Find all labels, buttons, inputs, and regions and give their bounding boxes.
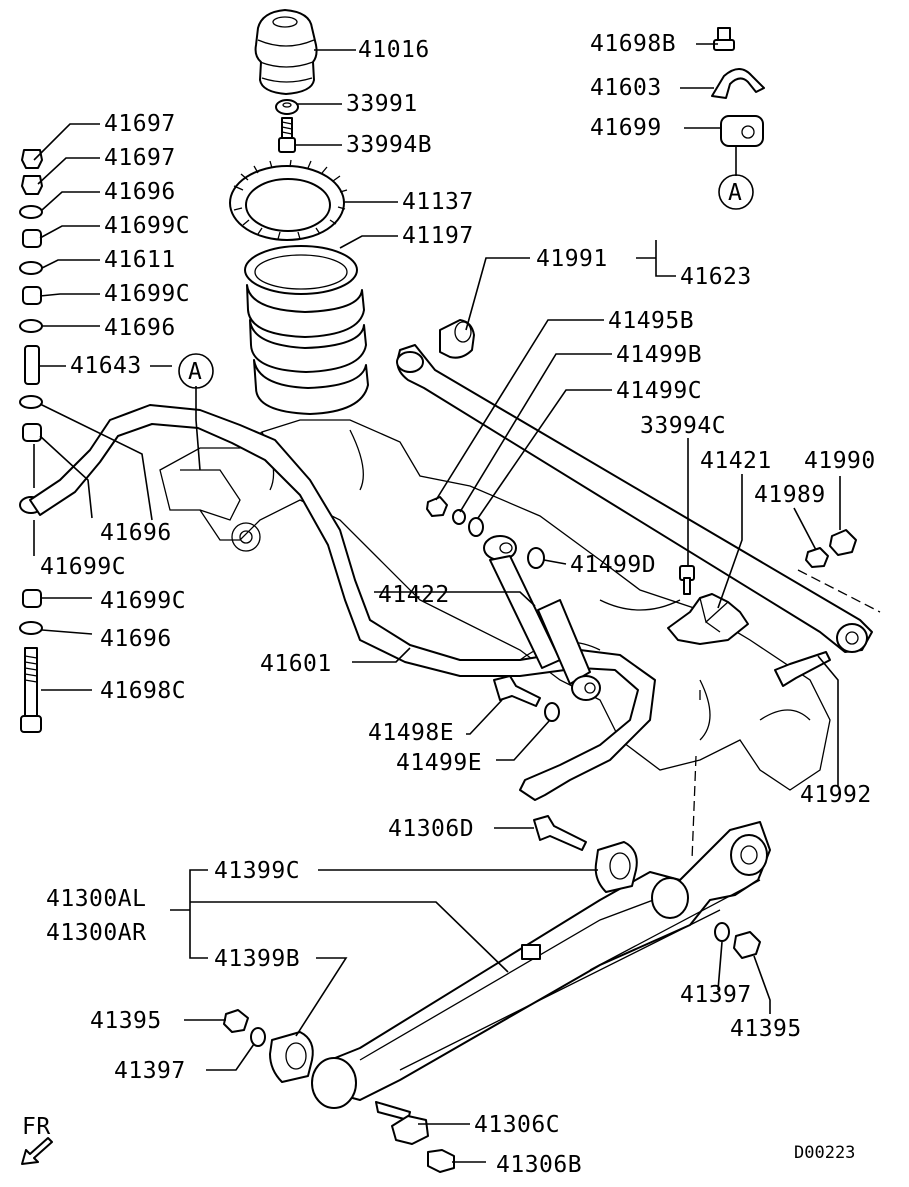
callout-circle-left [178, 353, 214, 389]
label-41990: 41990 [804, 448, 876, 474]
label-41498e: 41498E [368, 720, 454, 746]
label-41300al: 41300AL [46, 886, 146, 912]
label-41698b: 41698B [590, 31, 676, 57]
label-41399b: 41399B [214, 946, 300, 972]
label-41422: 41422 [378, 582, 450, 608]
trailing-arm-part [311, 821, 771, 1109]
label-41697-a: 41697 [104, 111, 176, 137]
label-41698c: 41698C [100, 678, 186, 704]
label-41421: 41421 [700, 448, 772, 474]
bolt-33994b-part [278, 117, 296, 153]
label-41991: 41991 [536, 246, 608, 272]
label-41699c-a: 41699C [104, 213, 190, 239]
label-33994c: 33994C [640, 413, 726, 439]
label-41992: 41992 [800, 782, 872, 808]
label-41696-d: 41696 [100, 626, 172, 652]
leader-lines [33, 43, 841, 1163]
label-33994b: 33994B [346, 132, 432, 158]
label-41016: 41016 [358, 37, 430, 63]
label-41697-b: 41697 [104, 145, 176, 171]
label-41300ar: 41300AR [46, 920, 146, 946]
trailing-arm-bushings [223, 841, 761, 1083]
callout-label-a-left: A [188, 359, 202, 385]
label-41611: 41611 [104, 247, 176, 273]
label-41137: 41137 [402, 189, 474, 215]
label-41395-a: 41395 [90, 1008, 162, 1034]
label-41623: 41623 [680, 264, 752, 290]
coil-spring-part [244, 245, 369, 415]
bump-bracket-part [667, 593, 749, 645]
label-41601: 41601 [260, 651, 332, 677]
drawing-code: D00223 [794, 1143, 855, 1163]
bump-stopper-part [254, 9, 318, 95]
label-41197: 41197 [402, 223, 474, 249]
callout-label-a-top: A [728, 180, 742, 206]
label-41499e: 41499E [396, 750, 482, 776]
label-41989: 41989 [754, 482, 826, 508]
label-41696-c: 41696 [100, 520, 172, 546]
label-41495b: 41495B [608, 308, 694, 334]
label-33991: 33991 [346, 91, 418, 117]
label-41306d: 41306D [388, 816, 474, 842]
label-41603: 41603 [590, 75, 662, 101]
spring-seat-part [229, 159, 348, 241]
label-41306c: 41306C [474, 1112, 560, 1138]
label-41699c-b: 41699C [104, 281, 190, 307]
label-41696-a: 41696 [104, 179, 176, 205]
front-direction-arrow-icon [21, 1137, 53, 1165]
label-41499d: 41499D [570, 552, 656, 578]
nut-33991-part [275, 99, 299, 115]
label-41699c-c: 41699C [40, 554, 126, 580]
label-41643: 41643 [70, 353, 142, 379]
bolts [375, 651, 831, 1173]
label-41397-a: 41397 [114, 1058, 186, 1084]
label-41499b: 41499B [616, 342, 702, 368]
stabilizer-bracket-part [711, 27, 765, 147]
label-41699c-d: 41699C [100, 588, 186, 614]
label-41395-b: 41395 [730, 1016, 802, 1042]
label-41499c: 41499C [616, 378, 702, 404]
shock-absorber-part [483, 535, 601, 701]
label-41306b: 41306B [496, 1152, 582, 1178]
reference-dash-line [691, 569, 881, 861]
stabilizer-link-stack [19, 149, 43, 733]
stabilizer-bar-part [29, 404, 656, 801]
label-41397-b: 41397 [680, 982, 752, 1008]
direction-label: FR [22, 1114, 51, 1140]
label-41399c: 41399C [214, 858, 300, 884]
label-41699: 41699 [590, 115, 662, 141]
callout-circle-top [718, 174, 754, 210]
small-fasteners [426, 496, 857, 722]
label-41696-b: 41696 [104, 315, 176, 341]
